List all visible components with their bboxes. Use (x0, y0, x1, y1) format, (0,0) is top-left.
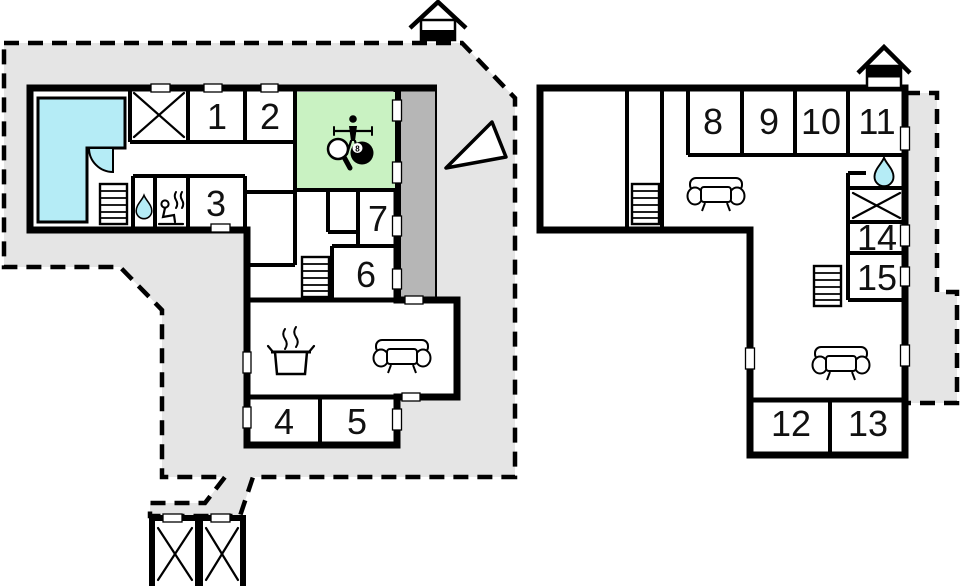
wardrobe-x-icon (851, 191, 902, 220)
building-left-door-markers (150, 83, 424, 431)
table-tennis-paddle-icon (326, 137, 353, 171)
room-label-12: 12 (771, 403, 811, 444)
building-left: 8 (26, 83, 461, 449)
shed-x-icon (156, 526, 240, 582)
site-right-fill (905, 93, 957, 403)
stairs-icon (630, 182, 661, 226)
building-right-door-markers (744, 126, 911, 370)
door-window-marker (210, 513, 231, 523)
terrace-strip (399, 89, 437, 299)
room-label-2: 2 (260, 96, 280, 137)
site-left-boundary (1, 40, 518, 519)
billiard-8-ball-icon: 8 (350, 141, 374, 165)
stairs-icon (98, 182, 129, 226)
sheds (149, 513, 246, 586)
games-room-floor (297, 92, 395, 188)
site-plot-right (905, 90, 960, 406)
room-label-13: 13 (848, 403, 888, 444)
direction-arrow-icon (444, 120, 508, 170)
room-label-11: 11 (858, 101, 895, 142)
room-label-9: 9 (759, 101, 779, 142)
site-right-boundary (905, 90, 960, 406)
eight-ball-number: 8 (355, 145, 360, 154)
stairs-icon (812, 264, 843, 308)
room-label-1: 1 (207, 96, 227, 137)
room-label-8: 8 (703, 101, 723, 142)
sauna-icon (157, 191, 185, 226)
room-label-7: 7 (368, 198, 388, 239)
door-window-marker (162, 513, 183, 523)
games-room-icons: 8 (326, 115, 374, 171)
house-entrance-icon-left (408, 0, 468, 42)
room-label-4: 4 (274, 401, 294, 442)
swimming-pool-icon (36, 96, 127, 224)
stairs-icon (300, 255, 331, 299)
building-left-partitions (128, 88, 397, 445)
building-right: 8 9 10 11 14 15 12 13 (536, 84, 911, 459)
room-label-15: 15 (857, 257, 897, 298)
room-label-10: 10 (801, 101, 841, 142)
room-label-6: 6 (356, 254, 376, 295)
room-label-5: 5 (347, 401, 367, 442)
kitchen-pot-icon (266, 326, 316, 376)
building-right-partitions (625, 88, 905, 455)
wardrobe-x-icon (132, 91, 186, 139)
house-entrance-icon-right (856, 43, 912, 90)
pool-corner-steps-icon (87, 147, 114, 174)
room-label-3: 3 (206, 183, 226, 224)
room-label-14: 14 (857, 217, 897, 258)
